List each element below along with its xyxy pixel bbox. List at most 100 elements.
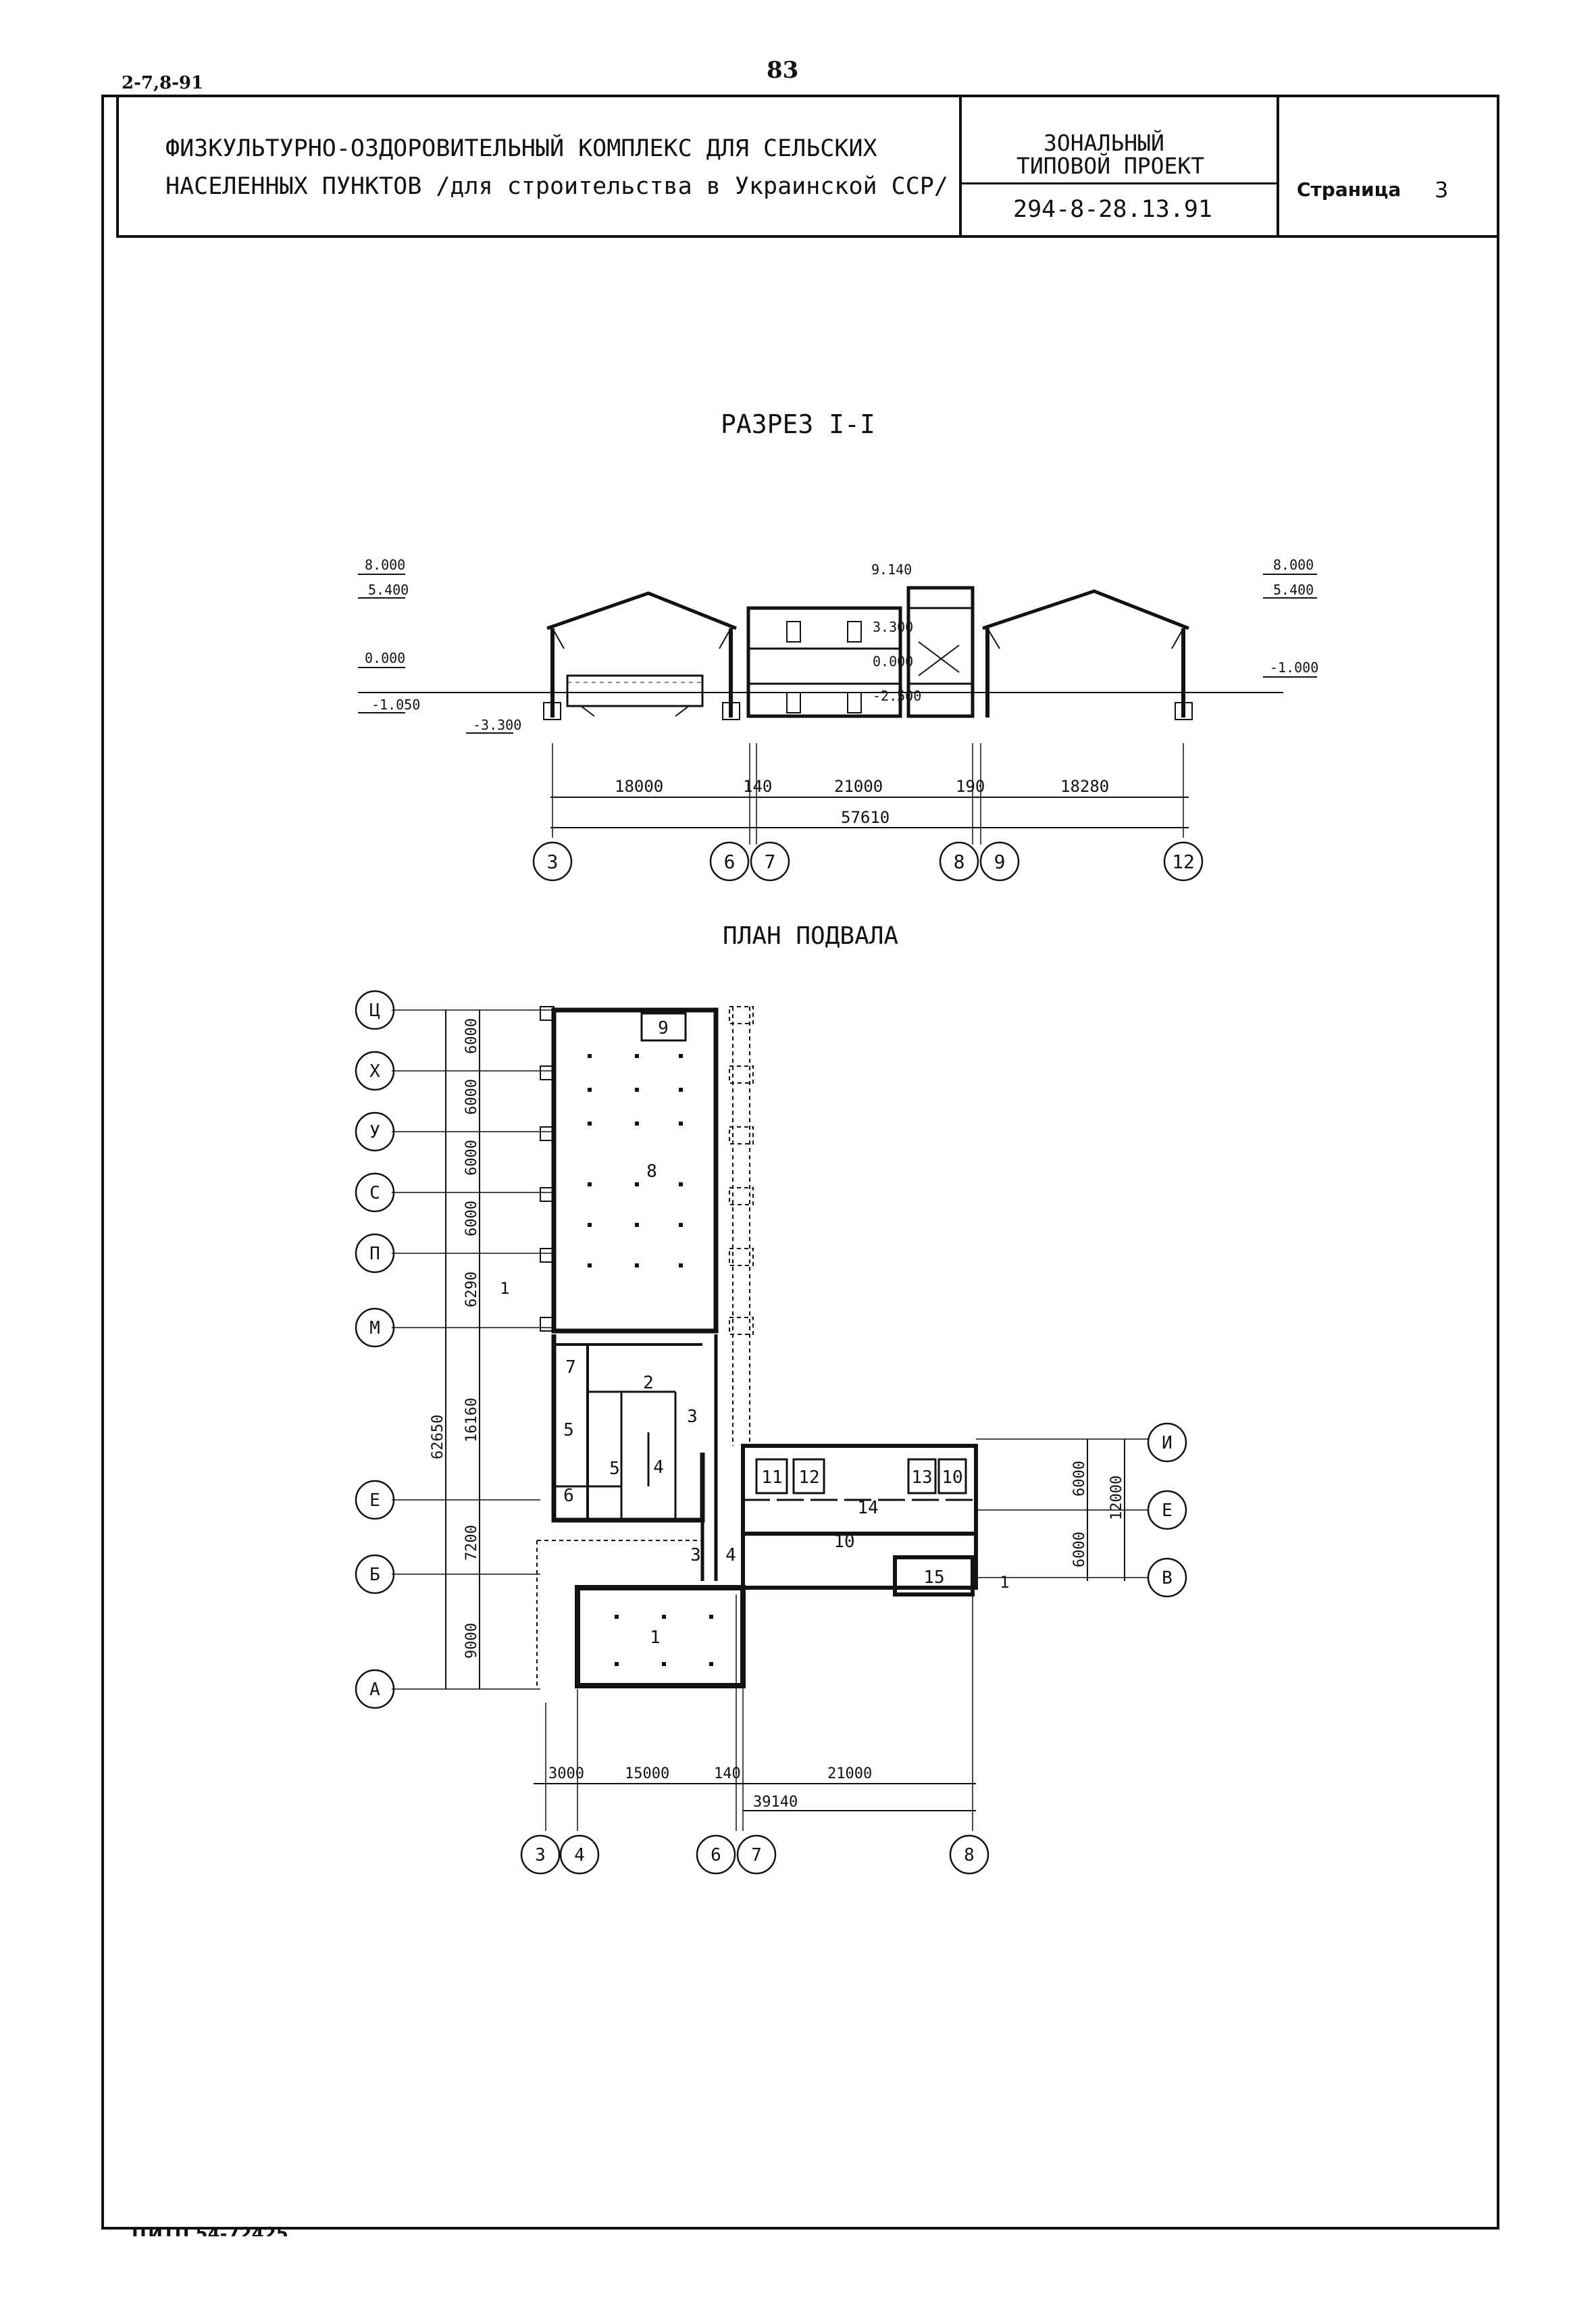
axis-label: Е	[369, 1490, 380, 1511]
plan-right-dim-labels: 6000 12000 6000	[1071, 1461, 1125, 1567]
plan-right-axis-labels: И Е В	[1162, 1433, 1173, 1588]
level-label: 8.000	[1273, 557, 1314, 573]
room-number: 15	[923, 1567, 944, 1588]
dimension-label: 140	[714, 1765, 741, 1782]
axis-label: 3	[547, 851, 559, 873]
level-label: -3.300	[473, 717, 521, 733]
room-number: 4	[725, 1545, 736, 1565]
page-number: 83	[767, 57, 799, 84]
title-block-left-line	[116, 95, 119, 236]
level-label: 9.140	[871, 561, 912, 578]
section-dimension-labels: 18000 140 21000 190 18280 57610	[615, 777, 1109, 827]
plan-title: ПЛАН ПОДВАЛА	[723, 922, 899, 950]
axis-label: Х	[369, 1061, 380, 1082]
bottom-stamp: ЦИТП 54-72425	[132, 2224, 288, 2236]
room-number: 1	[650, 1628, 661, 1648]
axis-label: И	[1162, 1433, 1173, 1453]
dimension-label: 62650	[430, 1415, 446, 1459]
level-label: -1.000	[1270, 659, 1318, 676]
section-level-labels: 8.000 5.400 0.000 -1.050 -3.300 9.140 3.…	[365, 557, 1318, 733]
room-number: 4	[653, 1457, 664, 1478]
project-type-line-1: ЗОНАЛЬНЫЙ	[1044, 130, 1164, 156]
room-number: 5	[609, 1459, 620, 1479]
dimension-label: 6290	[463, 1272, 480, 1307]
room-number: 2	[643, 1373, 654, 1393]
dimension-label: 9000	[463, 1623, 480, 1659]
series-code: 2-7,8-91	[122, 73, 204, 93]
dimension-label: 39140	[753, 1794, 798, 1811]
section-mark: 1	[500, 1279, 509, 1298]
dimension-label: 6000	[1071, 1461, 1088, 1496]
plan-bottom-axis-labels: 3 4 6 7 8	[535, 1845, 975, 1865]
level-label: 0.000	[873, 653, 913, 670]
axis-label: 9	[994, 851, 1006, 873]
room-number: 8	[646, 1161, 657, 1182]
axis-label: С	[369, 1183, 380, 1203]
plan-section-marks: 1 1	[500, 1279, 1009, 1592]
axis-label: 8	[954, 851, 965, 873]
plan-bottom-dim-labels: 3000 15000 140 21000 39140	[548, 1765, 872, 1811]
dimension-label: 7200	[463, 1525, 480, 1561]
axis-label: Е	[1162, 1501, 1173, 1521]
level-label: 8.000	[365, 557, 405, 573]
dimension-label: 18000	[615, 777, 663, 796]
axis-label: 6	[724, 851, 736, 873]
room-number: 5	[563, 1420, 574, 1440]
level-label: -2.500	[873, 688, 921, 704]
plan-column-dots	[588, 1054, 713, 1666]
room-number: 14	[857, 1498, 878, 1518]
level-label: 3.300	[873, 619, 913, 635]
axis-label: М	[369, 1318, 380, 1338]
axis-label: В	[1162, 1568, 1173, 1588]
axis-label: 4	[574, 1845, 585, 1865]
dimension-label: 12000	[1108, 1476, 1125, 1520]
axis-label: 3	[535, 1845, 546, 1865]
axis-label: 8	[964, 1845, 975, 1865]
title-block-divider-2	[1277, 95, 1279, 236]
section-drawing	[358, 574, 1317, 882]
level-label: 5.400	[1273, 582, 1314, 598]
axis-label: Б	[369, 1565, 380, 1585]
project-type-line-2: ТИПОВОЙ ПРОЕКТ	[1016, 153, 1205, 179]
room-number: 6	[563, 1486, 574, 1506]
dimension-label: 3000	[548, 1765, 584, 1782]
axis-label: 6	[711, 1845, 721, 1865]
dimension-label: 6000	[1071, 1532, 1088, 1567]
axis-label: П	[369, 1244, 380, 1264]
drawing-frame	[101, 95, 1499, 2230]
dimension-label: 15000	[625, 1765, 669, 1782]
axis-label: 12	[1172, 851, 1195, 873]
level-label: -1.050	[371, 697, 420, 713]
room-number: 7	[565, 1357, 576, 1378]
project-code: 294-8-28.13.91	[1013, 196, 1213, 223]
plan-left-dim-labels: 6000 6000 6000 6000 6290 16160 62650 720…	[430, 1018, 480, 1659]
axis-label: А	[369, 1680, 380, 1700]
dimension-label: 6000	[463, 1018, 480, 1054]
dimension-label: 190	[956, 777, 985, 796]
dimension-label: 21000	[834, 777, 883, 796]
axis-label: 7	[751, 1845, 762, 1865]
dimension-label: 18280	[1060, 777, 1109, 796]
room-number: 11	[761, 1467, 782, 1488]
level-label: 5.400	[368, 582, 409, 598]
axis-label: Ц	[369, 1001, 380, 1021]
dimension-label: 21000	[827, 1765, 872, 1782]
dimension-label: 6000	[463, 1201, 480, 1236]
dimension-label: 16160	[463, 1398, 480, 1442]
page-value: 3	[1435, 177, 1449, 203]
room-number: 10	[833, 1532, 854, 1552]
room-number: 10	[942, 1467, 962, 1488]
room-number: 3	[690, 1545, 701, 1565]
project-title-line-2: НАСЕЛЕННЫХ ПУНКТОВ /для строительства в …	[165, 173, 948, 200]
section-axis-labels: 3 6 7 8 9 12	[547, 851, 1195, 873]
title-block-inner-line	[959, 182, 1277, 184]
plan-left-axis-labels: Ц Х У С П М Е Б А	[369, 1001, 380, 1700]
page-label: Страница	[1297, 178, 1401, 201]
dimension-label: 57610	[841, 808, 890, 827]
room-number: 12	[798, 1467, 819, 1488]
axis-label: 7	[765, 851, 776, 873]
level-label: 0.000	[365, 650, 405, 666]
dimension-label: 6000	[463, 1140, 480, 1176]
room-number: 13	[911, 1467, 932, 1488]
